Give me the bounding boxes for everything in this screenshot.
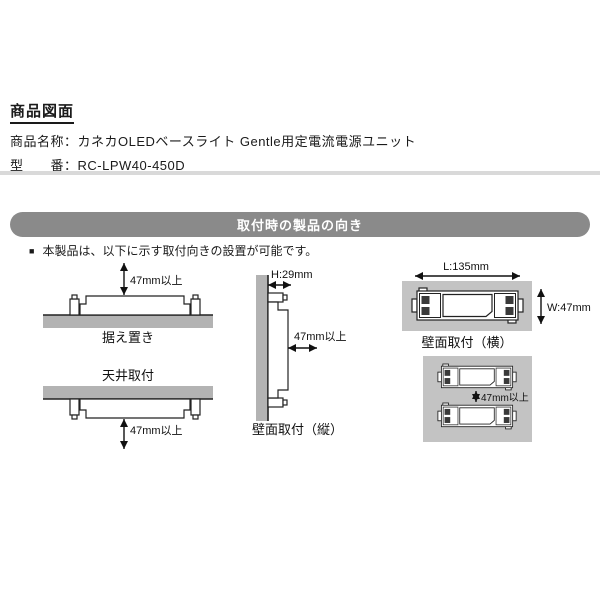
- ceiling-clearance-dim: 47mm以上: [130, 424, 183, 437]
- wall-vertical-height-dim: H:29mm: [271, 269, 313, 281]
- wall-vertical-clearance-dim: 47mm以上: [294, 330, 347, 343]
- wall-mount-horizontal-label: 壁面取付（横）: [421, 335, 512, 350]
- orientation-note-text: 本製品は、以下に示す取付向きの設置が可能です。: [42, 244, 318, 258]
- bullet-square-icon: ■: [29, 246, 35, 256]
- ceiling-mount-diagram: 天井取付 47mm以上: [43, 368, 213, 449]
- wall-horizontal-width-dim: W:47mm: [547, 302, 591, 314]
- wall-horizontal-length-dim: L:135mm: [443, 261, 489, 273]
- orientation-note: ■ 本製品は、以下に示す取付向きの設置が可能です。: [29, 242, 317, 259]
- page-title: 商品図面: [10, 100, 75, 124]
- wall-mount-vertical-diagram: H:29mm 47mm以上 壁面取付（縦）: [252, 269, 347, 437]
- stacked-pair-diagram: 47mm以上: [423, 356, 532, 442]
- section-banner: 取付時の製品の向き: [10, 212, 590, 237]
- orientation-diagrams: 47mm以上 据え置き 天井取付 47mm以上 H:29mm: [43, 261, 591, 449]
- floor-placement-diagram: 47mm以上 据え置き: [43, 263, 213, 345]
- wall-mount-vertical-label: 壁面取付（縦）: [252, 422, 343, 437]
- product-name-line: 商品名称：カネカOLEDベースライト Gentle用定電流電源ユニット: [10, 134, 417, 149]
- stacked-pair-clearance-dim: 47mm以上: [481, 392, 529, 404]
- floor-placement-label: 据え置き: [102, 330, 154, 345]
- ceiling-mount-label: 天井取付: [102, 368, 154, 383]
- floor-clearance-dim: 47mm以上: [130, 274, 183, 287]
- wall-mount-horizontal-diagram: L:135mm W:47mm 壁面取付（横）: [402, 261, 591, 350]
- section-banner-title: 取付時の製品の向き: [236, 218, 363, 233]
- header-divider: [0, 171, 600, 175]
- model-number-line: 型 番：RC-LPW40-450D: [10, 158, 186, 173]
